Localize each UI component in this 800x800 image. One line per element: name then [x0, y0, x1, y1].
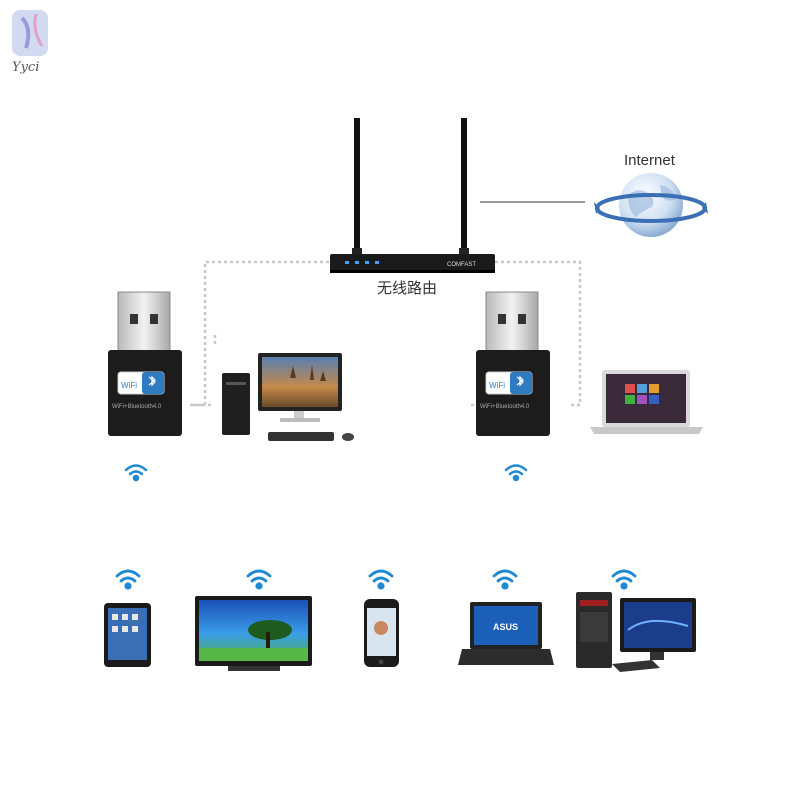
- adapter-badge-right: WiFi: [489, 381, 505, 390]
- wifi-signal-icon: [246, 569, 272, 590]
- usb-adapter-right: WiFi WiFi+Bluetooth4.0: [476, 291, 550, 436]
- globe-icon: [594, 173, 708, 237]
- laptop-computer: [590, 370, 703, 434]
- watermark-text: Yyci: [12, 60, 39, 75]
- router-brand-label: COMFAST: [447, 262, 476, 268]
- desktop-tower-and-monitor: [576, 592, 696, 672]
- watermark-logo: Yyci: [12, 10, 48, 75]
- laptop-device: ASUS: [458, 602, 554, 665]
- adapter-badge-left: WiFi: [121, 381, 137, 390]
- wireless-router: COMFAST: [330, 118, 495, 273]
- tv-monitor: [195, 596, 312, 671]
- adapter-text-left: WiFi+Bluetooth4.0: [112, 404, 162, 410]
- adapter-text-right: WiFi+Bluetooth4.0: [480, 404, 530, 410]
- internet-label: Internet: [624, 152, 676, 169]
- wifi-signal-icon: [504, 464, 528, 482]
- bluetooth-icon: [148, 375, 156, 387]
- tablet-device: [104, 603, 151, 667]
- laptop-brand-label: ASUS: [493, 622, 518, 632]
- wifi-signal-icon: [115, 569, 141, 590]
- wifi-signal-icon: [492, 569, 518, 590]
- desktop-computer: [222, 353, 354, 441]
- bluetooth-icon: [516, 375, 524, 387]
- wifi-signal-icon: [124, 464, 148, 482]
- router-label: 无线路由: [377, 279, 437, 297]
- smartphone-device: [364, 599, 399, 667]
- wifi-signal-icon: [611, 569, 637, 590]
- wifi-signal-icon: [368, 569, 394, 590]
- usb-adapter-left: WiFi WiFi+Bluetooth4.0: [108, 291, 182, 436]
